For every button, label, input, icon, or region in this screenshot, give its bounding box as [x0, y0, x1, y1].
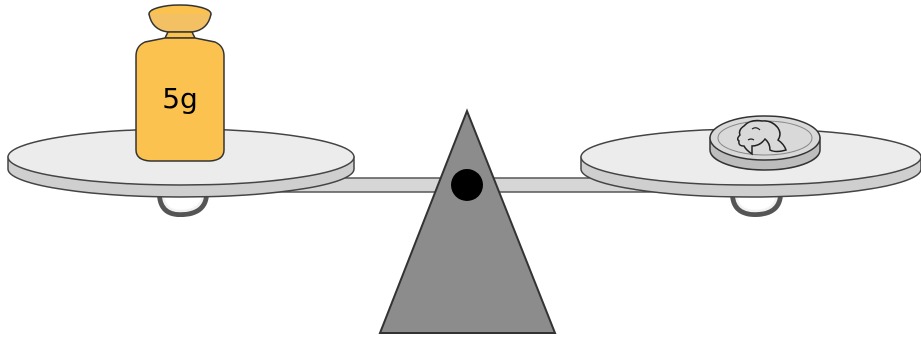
- weight-label: 5g: [162, 82, 198, 115]
- coin: [710, 116, 820, 170]
- weight-5g: 5g: [136, 5, 224, 161]
- fulcrum: [380, 111, 555, 333]
- pivot-point: [451, 169, 483, 201]
